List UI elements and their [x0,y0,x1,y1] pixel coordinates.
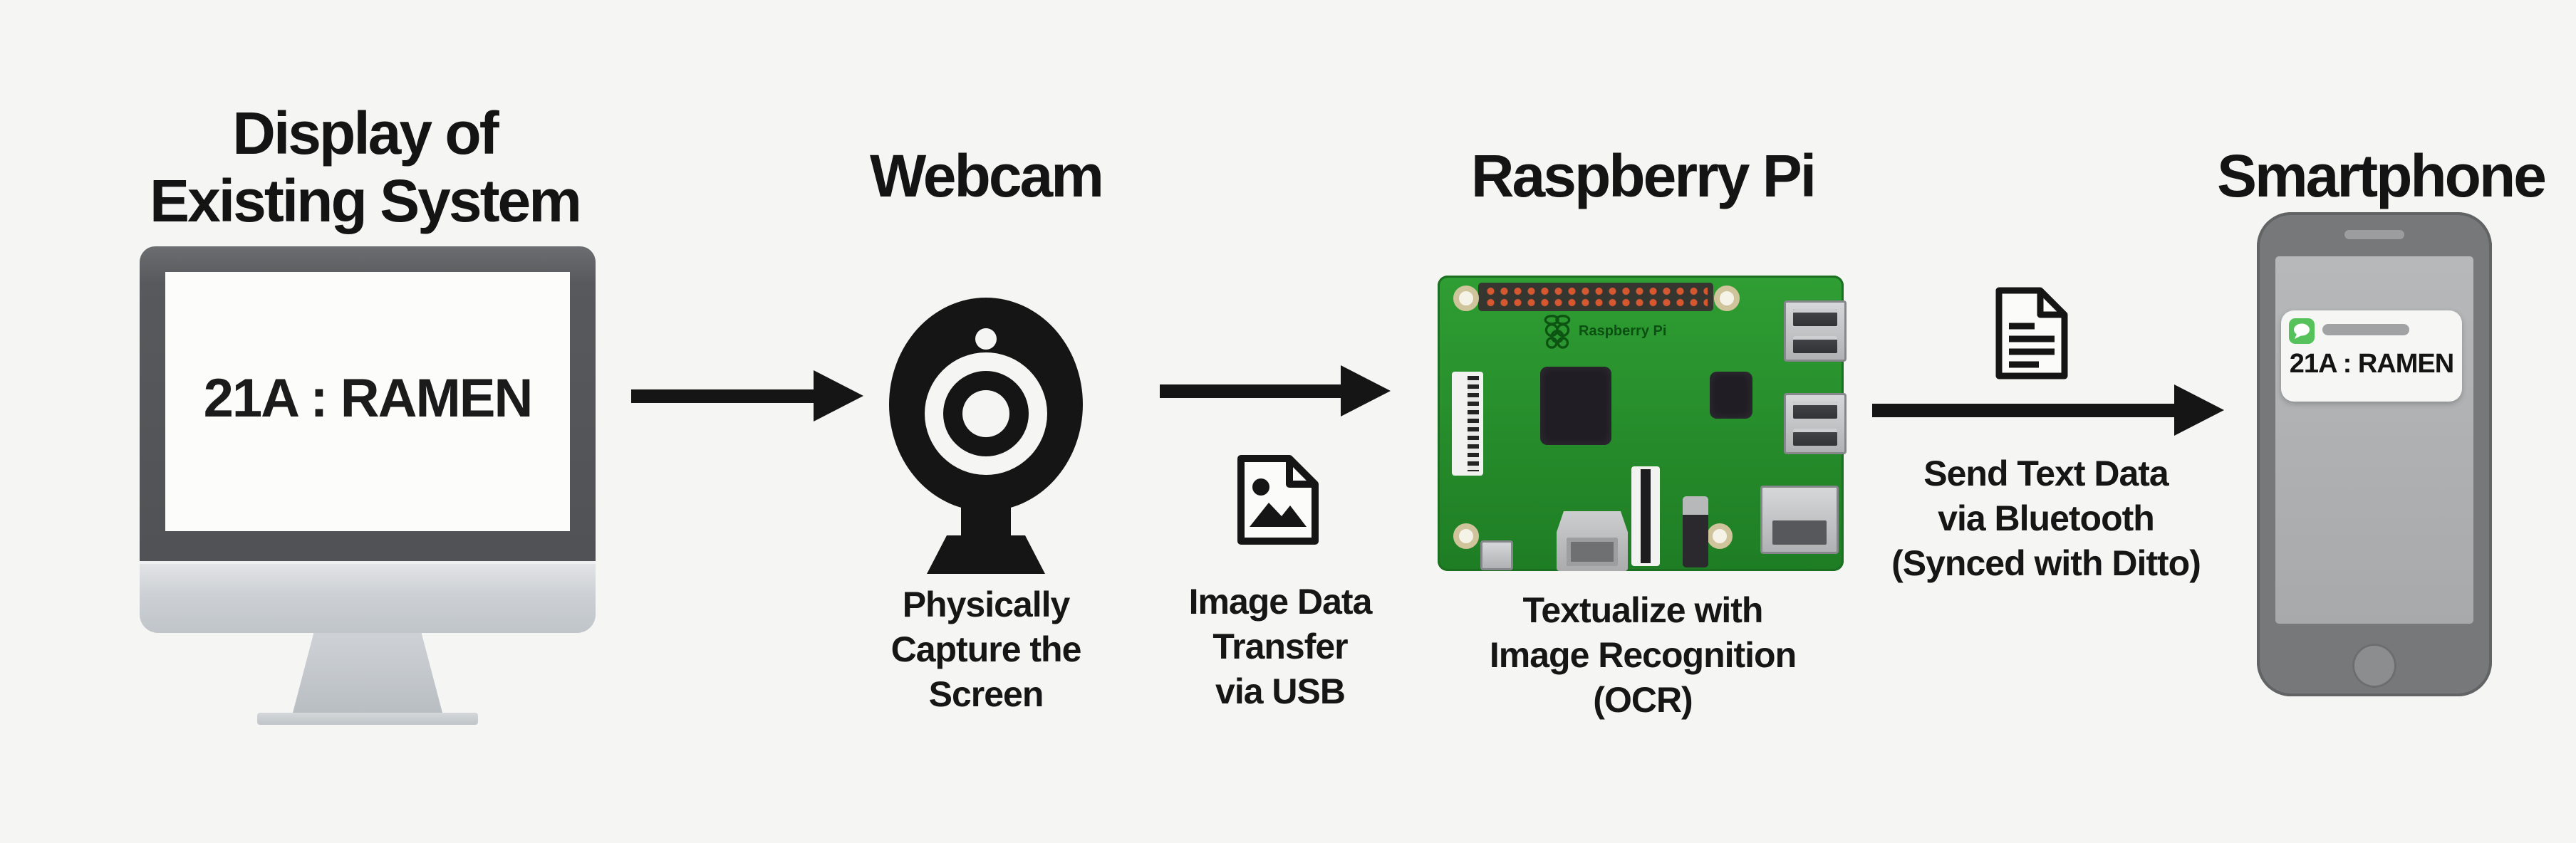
raspberry-pi-board: Raspberry Pi [1438,276,1847,571]
rpi-gpio-header [1478,283,1713,311]
notification-text: 21A : RAMEN [2289,349,2454,379]
webcam-caption: Physically Capture the Screen [890,585,1082,714]
raspberry-logo-icon [1544,315,1571,349]
flow-arrow-2 [1160,365,1391,417]
phone-home-button [2352,644,2396,688]
phone-speaker [2344,230,2404,239]
rpi-usb-port-2 [1784,393,1847,454]
rpi-usb-port-1 [1784,300,1847,362]
monitor-stand [293,633,442,713]
bluetooth-transfer-caption: Send Text Data via Bluetooth (Synced wit… [1891,454,2201,583]
webcam-title: Webcam [870,142,1104,209]
image-file-icon [1237,455,1319,545]
usb-transfer-caption: Image Data Transfer via USB [1188,582,1373,711]
rpi-hdmi-slot [1567,538,1618,566]
monitor-base [257,713,478,725]
rpi-camera-connector [1631,466,1660,566]
monitor-screen-text: 21A : RAMEN [203,367,534,429]
notification-sender-bar [2322,324,2409,335]
rpi-mount-hole [1707,523,1733,549]
flow-arrow-1 [631,370,863,422]
rpi-caption: Textualize with Image Recognition (OCR) [1489,590,1797,720]
monitor-screen: 21A : RAMEN [165,272,570,531]
rpi-mount-hole [1714,286,1740,311]
text-file-icon [1995,287,2068,379]
rpi-micro-usb-port [1480,540,1513,570]
rpi-audio-jack [1683,496,1708,567]
rpi-usb-controller-chip [1710,372,1752,419]
flow-arrow-3 [1872,384,2224,436]
messenger-app-icon [2289,318,2315,344]
rpi-display-connector [1452,372,1483,476]
rpi-display-connector-pins [1468,376,1479,471]
rpi-board-label: Raspberry Pi [1579,323,1667,339]
raspberry-pi-title: Raspberry Pi [1470,142,1817,209]
rpi-camera-connector-pins [1641,469,1651,563]
rpi-soc-chip [1540,367,1611,445]
smartphone-title: Smartphone [2216,142,2547,209]
webcam-icon [889,298,1083,574]
display-title: Display of Existing System [150,100,582,234]
rpi-ethernet-port [1760,486,1839,554]
rpi-mount-hole [1453,523,1479,549]
rpi-mount-hole [1453,286,1479,311]
monitor-chin [140,561,596,633]
